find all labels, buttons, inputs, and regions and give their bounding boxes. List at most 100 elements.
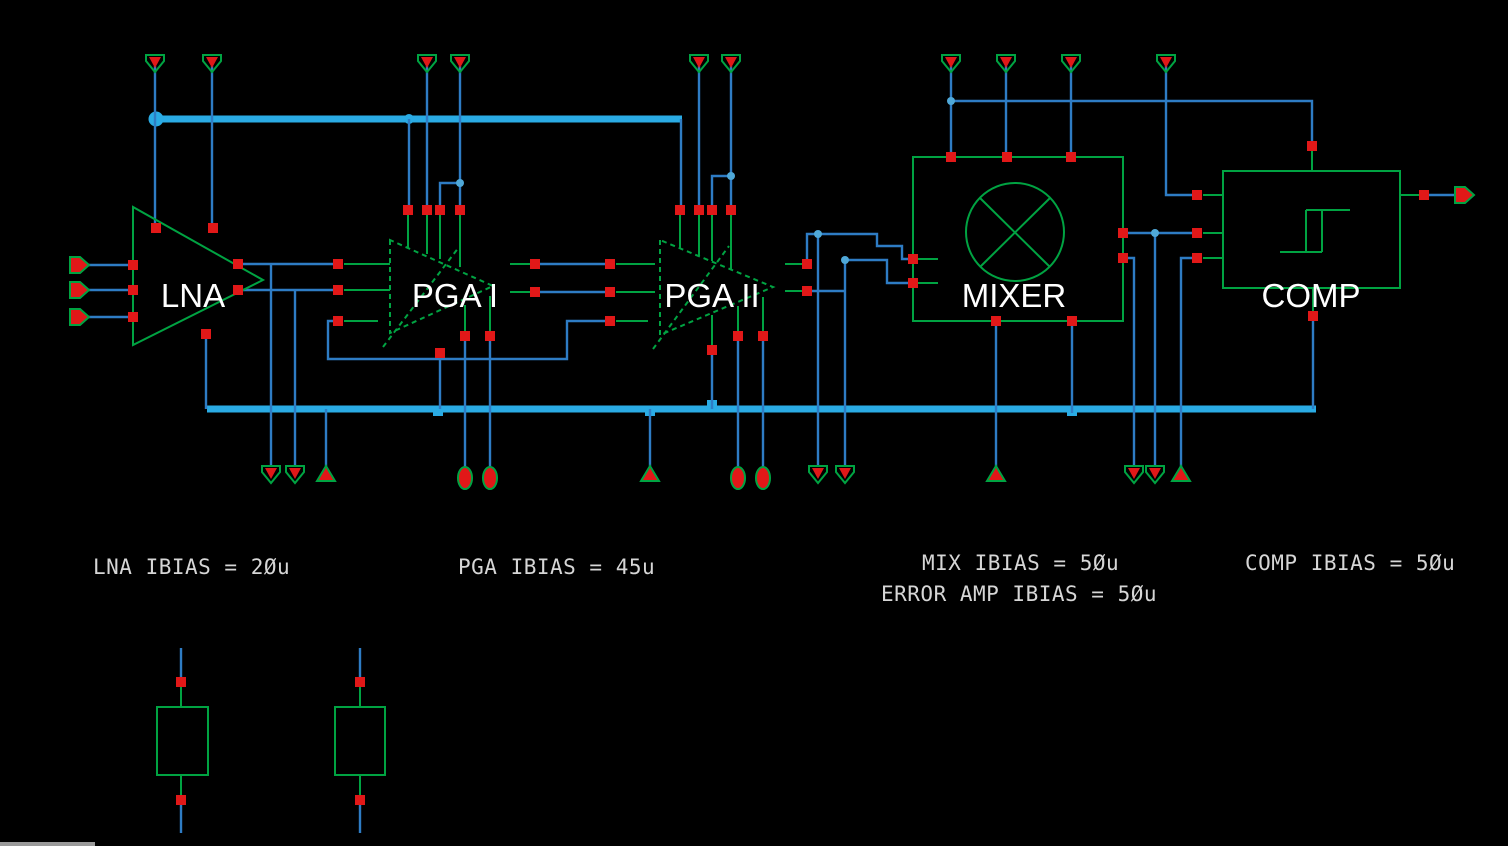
pin[interactable] [128, 285, 138, 295]
pin[interactable] [128, 260, 138, 270]
pin[interactable] [1118, 228, 1128, 238]
pin[interactable] [605, 316, 615, 326]
pin[interactable] [694, 205, 704, 215]
pin[interactable] [1067, 316, 1077, 326]
pin[interactable] [1419, 190, 1429, 200]
block-comp[interactable]: COMP [1203, 151, 1419, 314]
pin[interactable] [605, 259, 615, 269]
pin[interactable] [908, 278, 918, 288]
pin[interactable] [208, 223, 218, 233]
bias-terminal-icon[interactable] [640, 465, 660, 482]
pin[interactable] [176, 795, 186, 805]
pin[interactable] [355, 677, 365, 687]
ground-terminal-icon[interactable] [808, 465, 828, 484]
pin[interactable] [1192, 190, 1202, 200]
pin[interactable] [233, 285, 243, 295]
ground-terminal-icon[interactable] [1124, 465, 1144, 484]
wire-net-pga1[interactable] [407, 66, 610, 469]
pin[interactable] [355, 795, 365, 805]
note-error-amp-ibias[interactable]: ERROR AMP IBIAS = 5Øu [881, 582, 1157, 606]
pin[interactable] [435, 205, 445, 215]
pin[interactable] [176, 677, 186, 687]
pin[interactable] [422, 205, 432, 215]
ground-terminal-icon[interactable] [261, 465, 281, 484]
block-label-mixer: MIXER [962, 277, 1067, 314]
pin[interactable] [1192, 253, 1202, 263]
pin[interactable] [802, 259, 812, 269]
wires[interactable] [88, 66, 1455, 833]
pin[interactable] [675, 205, 685, 215]
probe-terminal-icon[interactable] [457, 466, 473, 490]
wire-net-mixer[interactable] [949, 66, 1314, 468]
pin[interactable] [707, 205, 717, 215]
output-terminal-icon[interactable] [1454, 186, 1475, 204]
pin[interactable] [128, 312, 138, 322]
input-terminal-icon[interactable] [69, 281, 90, 299]
pin[interactable] [530, 259, 540, 269]
pin[interactable] [946, 152, 956, 162]
bottom-bias-bus[interactable] [207, 400, 1316, 416]
wire-net-comp[interactable] [1311, 193, 1455, 409]
pin[interactable] [1308, 311, 1318, 321]
note-comp-ibias[interactable]: COMP IBIAS = 5Øu [1245, 551, 1455, 575]
wire-net-pga2[interactable] [648, 66, 913, 469]
pin[interactable] [1118, 253, 1128, 263]
bias-resistor-2[interactable] [334, 687, 386, 795]
pin[interactable] [707, 345, 717, 355]
block-label-comp: COMP [1262, 277, 1361, 314]
pin[interactable] [530, 287, 540, 297]
pin[interactable] [455, 205, 465, 215]
pin[interactable] [333, 285, 343, 295]
top-supply-bus[interactable] [148, 111, 683, 127]
note-mix-ibias[interactable]: MIX IBIAS = 5Øu [922, 551, 1119, 575]
pin[interactable] [233, 259, 243, 269]
bias-terminal-icon[interactable] [1171, 465, 1191, 482]
block-pga1[interactable]: PGA I [344, 212, 530, 348]
pin[interactable] [1192, 228, 1202, 238]
pin[interactable] [460, 331, 470, 341]
pin[interactable] [1002, 152, 1012, 162]
ground-terminal-icon[interactable] [285, 465, 305, 484]
block-lna[interactable]: LNA [132, 205, 266, 347]
ground-terminal-icon[interactable] [1145, 465, 1165, 484]
pin[interactable] [908, 254, 918, 264]
wire-net-lna[interactable] [88, 66, 610, 466]
probe-terminal-icon[interactable] [482, 466, 498, 490]
pin[interactable] [758, 331, 768, 341]
pin[interactable] [333, 259, 343, 269]
pin[interactable] [333, 316, 343, 326]
pin[interactable] [435, 348, 445, 358]
pin[interactable] [733, 331, 743, 341]
mixer-cross-icon [979, 197, 1051, 268]
ground-terminal-icon[interactable] [835, 465, 855, 484]
bias-terminal-icon[interactable] [316, 465, 336, 482]
pin[interactable] [726, 205, 736, 215]
pin[interactable] [403, 205, 413, 215]
pin[interactable] [605, 287, 615, 297]
note-lna-ibias[interactable]: LNA IBIAS = 2Øu [93, 555, 290, 579]
bias-terminal-icon[interactable] [986, 465, 1006, 482]
bias-resistor-1[interactable] [156, 687, 209, 795]
pin[interactable] [991, 316, 1001, 326]
block-label-lna: LNA [161, 277, 225, 314]
pin[interactable] [802, 286, 812, 296]
pin[interactable] [1307, 141, 1317, 151]
block-mixer[interactable]: MIXER [912, 156, 1124, 322]
bus-tap [433, 409, 443, 416]
mixer-pin-stubs [918, 258, 938, 284]
canvas-edge-artifact [0, 842, 95, 846]
input-terminal-icon[interactable] [69, 308, 90, 326]
note-pga-ibias[interactable]: PGA IBIAS = 45u [458, 555, 655, 579]
pin[interactable] [485, 331, 495, 341]
probe-terminal-icon[interactable] [755, 466, 771, 490]
wire-net-resistors[interactable] [179, 648, 362, 833]
pin[interactable] [151, 223, 161, 233]
probe-terminal-icon[interactable] [730, 466, 746, 490]
pin[interactable] [201, 329, 211, 339]
pin[interactable] [1066, 152, 1076, 162]
block-pga2[interactable]: PGA II [616, 212, 802, 350]
input-terminal-icon[interactable] [69, 256, 90, 274]
wire-junctions [456, 97, 1159, 264]
